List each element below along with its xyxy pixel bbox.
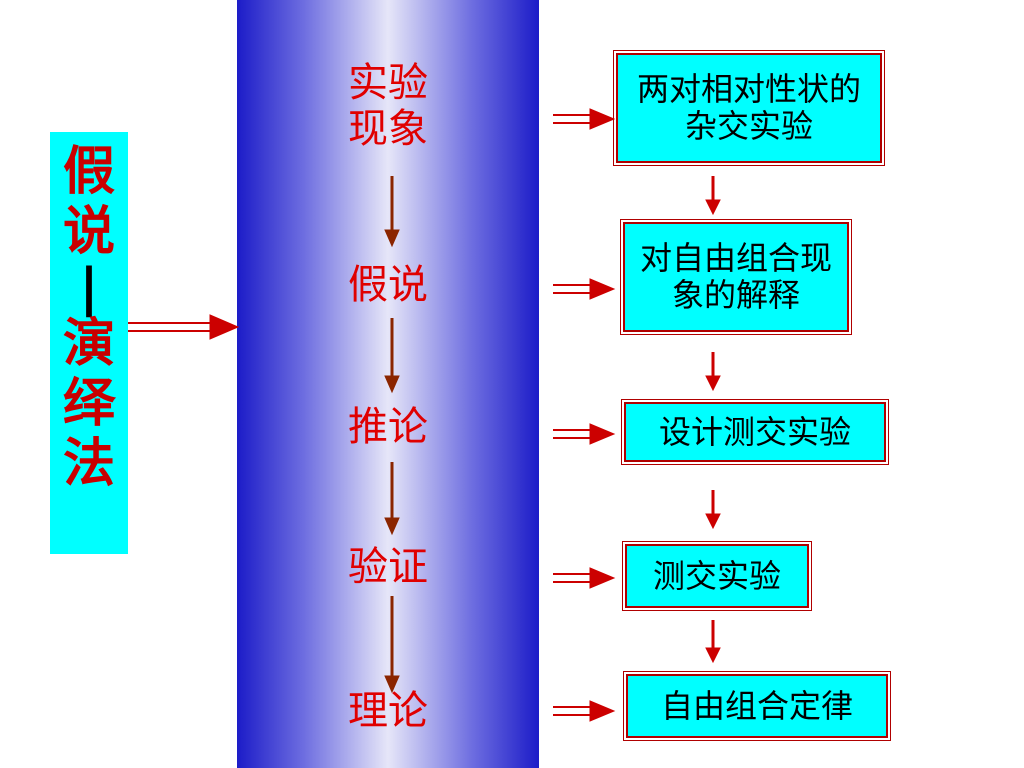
step-verification: 验证 (348, 544, 428, 590)
box-design-testcross: 设计测交实验 (621, 399, 889, 465)
box-dihybrid-cross: 两对相对性状的杂交实验 (613, 50, 885, 166)
box-down-arrows (705, 176, 721, 664)
step-down-arrows (384, 176, 400, 694)
double-arrow-row-4 (553, 567, 616, 589)
method-char: 假 (62, 142, 115, 202)
double-arrow-method-to-band (128, 314, 240, 340)
step-theory: 理论 (348, 688, 428, 734)
method-char: 说 (62, 202, 115, 262)
box-independent-assortment-explanation: 对自由组合现象的解释 (620, 219, 852, 335)
double-arrow-row-2 (553, 278, 616, 300)
step-inference: 推论 (348, 404, 428, 450)
method-char: 法 (62, 434, 115, 494)
method-label-box: 假 说 | 演 绎 法 (50, 132, 128, 554)
double-arrow-row-3 (553, 423, 616, 445)
method-char: | (79, 258, 99, 318)
double-arrow-row-5 (553, 700, 616, 722)
double-arrow-row-1 (553, 108, 616, 130)
box-law-of-independent-assortment: 自由组合定律 (623, 671, 891, 741)
box-testcross-experiment: 测交实验 (622, 541, 812, 611)
method-char: 演 (62, 314, 115, 374)
method-char: 绎 (62, 374, 115, 434)
step-hypothesis: 假说 (348, 262, 428, 308)
step-experiment-phenomenon: 实验 现象 (348, 60, 428, 152)
